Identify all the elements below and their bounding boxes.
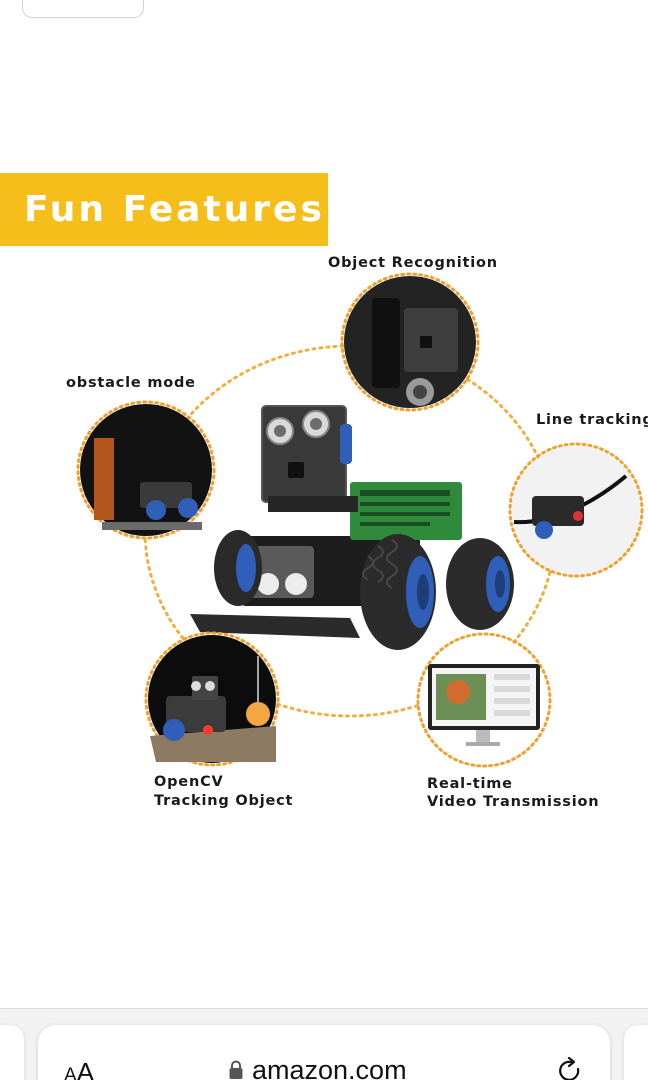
previous-tab-card[interactable]	[0, 1025, 24, 1080]
text-size-button[interactable]: AA	[64, 1057, 94, 1080]
top-tab-card[interactable]	[22, 0, 144, 18]
line-tracking-image	[508, 442, 644, 578]
label-line-tracking: Line tracking	[536, 412, 648, 428]
obstacle-mode-image	[76, 400, 216, 540]
browser-bottom-bar: AA amazon.com	[0, 1008, 648, 1080]
feature-diagram: Object Recognition obstacle mode Line tr…	[0, 246, 648, 846]
label-video-line1: Real-time	[427, 776, 513, 792]
label-object-recognition: Object Recognition	[328, 255, 498, 271]
label-opencv-line2: Tracking Object	[154, 793, 294, 809]
robot-car-image	[190, 405, 514, 650]
label-opencv-line1: OpenCV	[154, 774, 224, 790]
text-size-large-letter: A	[76, 1057, 95, 1080]
opencv-tracking-image	[144, 631, 280, 767]
url-display[interactable]: amazon.com	[228, 1055, 407, 1080]
video-transmission-image	[416, 632, 552, 768]
lock-icon	[229, 1060, 243, 1079]
url-text: amazon.com	[252, 1054, 407, 1080]
address-bar[interactable]: AA amazon.com	[38, 1025, 610, 1080]
label-obstacle-mode: obstacle mode	[66, 375, 196, 391]
reload-icon[interactable]	[556, 1057, 584, 1080]
next-tab-card[interactable]	[624, 1025, 648, 1080]
fun-features-banner: Fun Features	[0, 173, 328, 246]
text-size-small-letter: A	[64, 1065, 77, 1080]
label-video-line2: Video Transmission	[427, 794, 600, 810]
object-recognition-image	[340, 272, 480, 412]
feature-illustration	[76, 272, 644, 768]
